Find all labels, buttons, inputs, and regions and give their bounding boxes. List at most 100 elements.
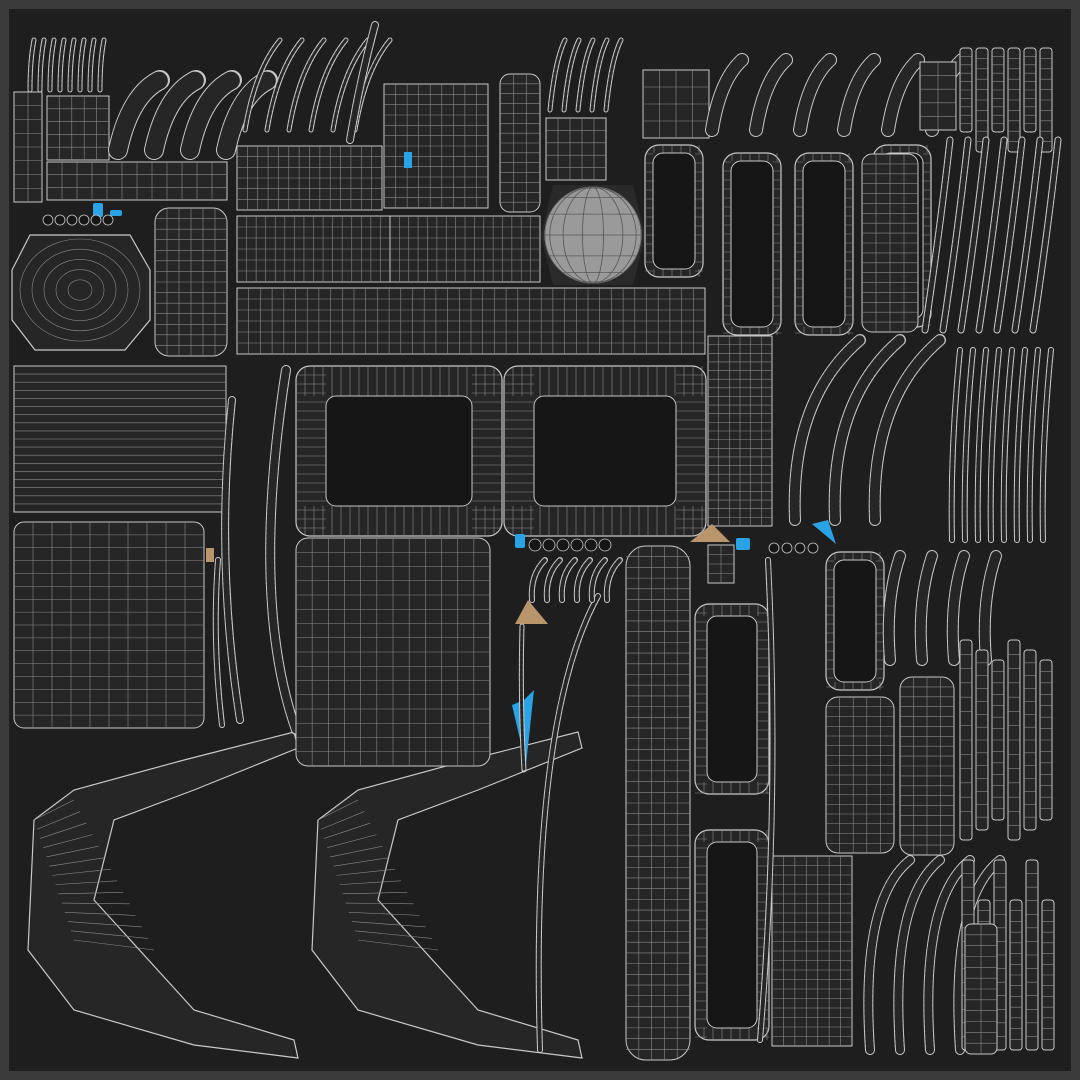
curved-bar-island-right-2-segments [947, 551, 969, 665]
sphere-meridian-6 [582, 186, 604, 284]
thin-curve-island-7-segments [1040, 348, 1053, 542]
tan-wedge-island-center [515, 600, 548, 624]
vertical-strip-right-6-segments [1030, 137, 1061, 333]
curved-block-island-3-segments [217, 71, 277, 159]
bolt-ring-island-3 [570, 538, 584, 552]
grid-island-pillar [499, 73, 541, 213]
vertical-strip-right-4-segments [994, 137, 1025, 333]
cushion-frame-left [295, 365, 503, 537]
arc-strip-top-3-segments [309, 38, 348, 132]
curved-bar-island-right-0-segments [883, 551, 905, 665]
tan-wedge-island-right [690, 524, 730, 542]
arc-strip-pair-2-segments [576, 38, 595, 112]
octagon-cap-island [11, 234, 151, 351]
tall-post-island [625, 545, 691, 1061]
seat-base-island [295, 537, 491, 767]
tall-frame-island-mid [694, 603, 770, 795]
octagon-cap-ring-60 [19, 238, 141, 342]
hooked-strip-island-2-segments [794, 54, 836, 136]
bolt-ring-island-2 [556, 538, 570, 552]
strip-island-top-left-7-segments [98, 38, 106, 92]
blocky-island-top-2 [919, 61, 957, 131]
uv-wireframe-map [11, 21, 1062, 1061]
grid-island-top-center [236, 145, 383, 211]
thin-curve-island-6-segments [1027, 348, 1040, 542]
arc-strip-pair-4-segments [604, 38, 623, 112]
arm-frame-island-1 [311, 731, 583, 1059]
curved-bar-island-right-3-segments [979, 551, 1001, 665]
bolt-ring-island-0 [528, 538, 542, 552]
tall-grid-island-right [861, 153, 919, 333]
grid-island-pad-left [154, 207, 228, 357]
arc-strip-top-1-segments [265, 38, 304, 132]
vertical-slat-top-5 [1039, 47, 1053, 153]
uv-texture-canvas [9, 9, 1071, 1071]
curved-bar-island-2-segments [869, 335, 945, 525]
octagon-cap-ring-36 [43, 259, 117, 321]
long-arc-island-segments [536, 594, 600, 1052]
small-ring-island-4 [90, 214, 102, 226]
strip-island-top-left-4-segments [68, 38, 76, 92]
vertical-slat-mid-2 [991, 659, 1005, 821]
vertical-slat-top-4 [1023, 47, 1037, 133]
vertical-slat-top-3 [1007, 47, 1021, 153]
thin-curve-island-3-segments [988, 348, 1001, 542]
grid-island-long-bar [46, 161, 228, 201]
grid-island-left-column [13, 91, 43, 203]
arc-strip-pair-3-segments [590, 38, 609, 112]
strip-island-top-left-6-segments [88, 38, 96, 92]
grid-island-square-top [545, 117, 607, 181]
vertical-slat-bottom-4 [1025, 859, 1039, 1051]
strip-island-top-left-0-segments [28, 38, 36, 92]
arc-strip-pair-0-segments [548, 38, 567, 112]
curved-bar-island-right-1-segments [915, 551, 937, 665]
vertical-slat-mid-0 [959, 639, 973, 841]
small-ring-island-right-1 [781, 542, 793, 554]
strip-island-top-left-5-segments [78, 38, 86, 92]
arm-frame-wire-0 [33, 799, 155, 951]
vertical-slat-top-0 [959, 47, 973, 133]
small-hook-island-0-segments [529, 558, 547, 602]
octagon-cap-ring-48 [31, 248, 129, 332]
arm-frame-island-0 [27, 731, 299, 1059]
vertical-strip-right-0-segments [922, 137, 953, 333]
strip-island-top-left-1-segments [38, 38, 46, 92]
arm-frame-wire-1 [317, 799, 439, 951]
long-arc-island [535, 593, 601, 1053]
strip-island-top-left-3-segments [58, 38, 66, 92]
thin-curve-island-1-segments [962, 348, 975, 542]
arc-strip-pair-1-segments [562, 38, 581, 112]
vertical-slat-top-2 [991, 47, 1005, 133]
vertical-slat-mid-3 [1007, 639, 1021, 841]
cushion-frame-right [503, 365, 707, 537]
tall-frame-island-1 [722, 152, 782, 336]
vertical-strip-right-1-segments [940, 137, 971, 333]
vertical-slat-bottom-3 [1009, 899, 1023, 1051]
grid-island-small-square [46, 95, 110, 161]
tall-frame-island-2 [794, 152, 854, 336]
small-ring-island-right-0 [768, 542, 780, 554]
hooked-strip-island-0-segments [706, 54, 748, 136]
pad-island-right-1 [825, 696, 895, 854]
vertical-slat-top-1 [975, 47, 989, 153]
thin-strip-island-left-segments [213, 558, 224, 727]
long-strip-island-left-segments [222, 397, 243, 723]
angled-bracket-island-bottom [771, 855, 853, 1047]
blue-clip-island [110, 210, 122, 216]
tall-frame-island-right [825, 551, 885, 691]
vertical-strip-right-2-segments [958, 137, 989, 333]
blue-latch-island [515, 534, 525, 548]
grid-island-cage [383, 83, 489, 209]
small-hook-island-4-segments [589, 558, 607, 602]
vertical-slat-bottom-5 [1041, 899, 1055, 1051]
bolt-ring-island-4 [584, 538, 598, 552]
curved-block-island-0-segments [109, 71, 169, 159]
armrest-bar-left [236, 215, 391, 283]
blue-fin-island [812, 520, 836, 544]
blade-stem-island-segments [519, 624, 526, 772]
bolt-ring-island-1 [542, 538, 556, 552]
vertical-slat-mid-1 [975, 649, 989, 831]
curved-bar-island-0-segments [789, 335, 865, 525]
arc-strip-top-0-segments [243, 38, 282, 132]
